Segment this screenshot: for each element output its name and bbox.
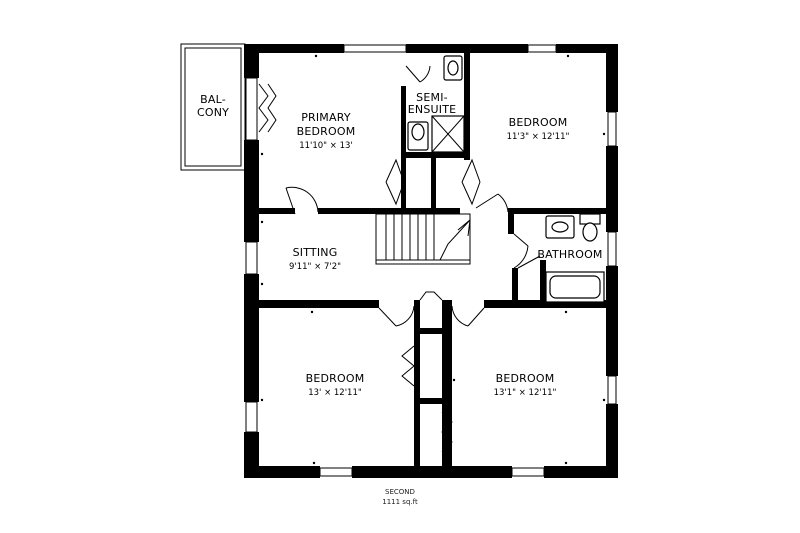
room-name-line: BEDROOM (297, 125, 356, 138)
room-dims: 13' × 12'11" (308, 388, 362, 398)
balcony-outline (180, 43, 246, 171)
windows (245, 44, 617, 477)
room-name-line: BEDROOM (509, 116, 568, 129)
room-dims: 11'10" × 13' (299, 141, 353, 151)
floor-name: SECOND (385, 488, 415, 496)
floor-area: 1111 sq.ft (382, 498, 418, 506)
ensuite-fixtures (407, 55, 465, 153)
room-label-bedroom-sw: BEDROOM 13' × 12'11" (306, 372, 365, 398)
room-label-balcony: BAL- CONY (197, 93, 229, 119)
floor-caption: SECOND 1111 sq.ft (382, 488, 418, 506)
doors (258, 65, 541, 453)
room-dims: 13'1" × 12'11" (494, 388, 557, 398)
walls (244, 44, 618, 478)
room-name-line: SEMI- (416, 91, 448, 104)
room-dims: 11'3" × 12'11" (507, 132, 570, 142)
room-name-line: SITTING (293, 246, 338, 259)
room-name-line: ENSUITE (408, 103, 457, 116)
room-label-semi-ensuite: SEMI- ENSUITE (408, 91, 457, 116)
room-name-line: BEDROOM (496, 372, 555, 385)
room-label-primary-bedroom: PRIMARY BEDROOM 11'10" × 13' (297, 111, 356, 151)
room-dims: 9'11" × 7'2" (289, 262, 341, 272)
room-name-line: PRIMARY (301, 111, 351, 124)
room-label-sitting: SITTING 9'11" × 7'2" (289, 246, 341, 272)
room-label-bathroom: BATHROOM (537, 248, 602, 261)
room-name-line: BATHROOM (537, 248, 602, 261)
outlet-markers (260, 54, 606, 465)
room-name-line: BAL- (200, 93, 226, 106)
bathroom-fixtures (545, 213, 605, 303)
room-label-bedroom-se: BEDROOM 13'1" × 12'11" (494, 372, 557, 398)
staircase (375, 213, 471, 265)
room-name-line: BEDROOM (306, 372, 365, 385)
room-label-bedroom-ne: BEDROOM 11'3" × 12'11" (507, 116, 570, 142)
room-name-line: CONY (197, 106, 229, 119)
